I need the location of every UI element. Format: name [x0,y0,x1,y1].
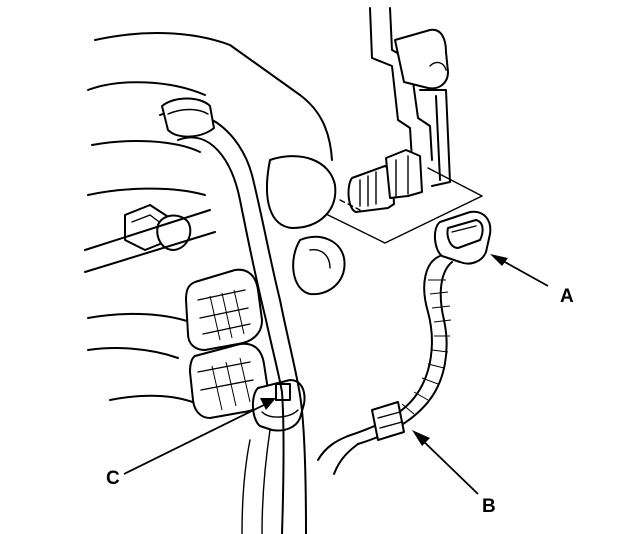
callout-label-a: A [560,286,574,307]
harness-loom-main [159,97,307,534]
sensor-body-a [347,149,423,213]
callout-b: B [412,430,496,517]
arrowhead-a [490,254,508,266]
engine-block [84,32,346,406]
callout-a: A [490,254,574,307]
engine-connector-lower [189,342,269,419]
alignment-box [327,167,483,244]
sensor-c [252,379,306,432]
callout-label-b: B [482,496,496,517]
arrowhead-b [412,430,430,446]
connector-a [434,210,492,265]
leader-line-b [417,435,479,495]
arrowhead-c [260,398,276,410]
leader-line-c [123,401,271,475]
bracket-assembly [369,7,451,187]
engine-connector-upper [185,268,263,351]
callout-c: C [106,398,276,489]
callout-label-c: C [106,468,120,489]
harness-b [317,255,453,475]
